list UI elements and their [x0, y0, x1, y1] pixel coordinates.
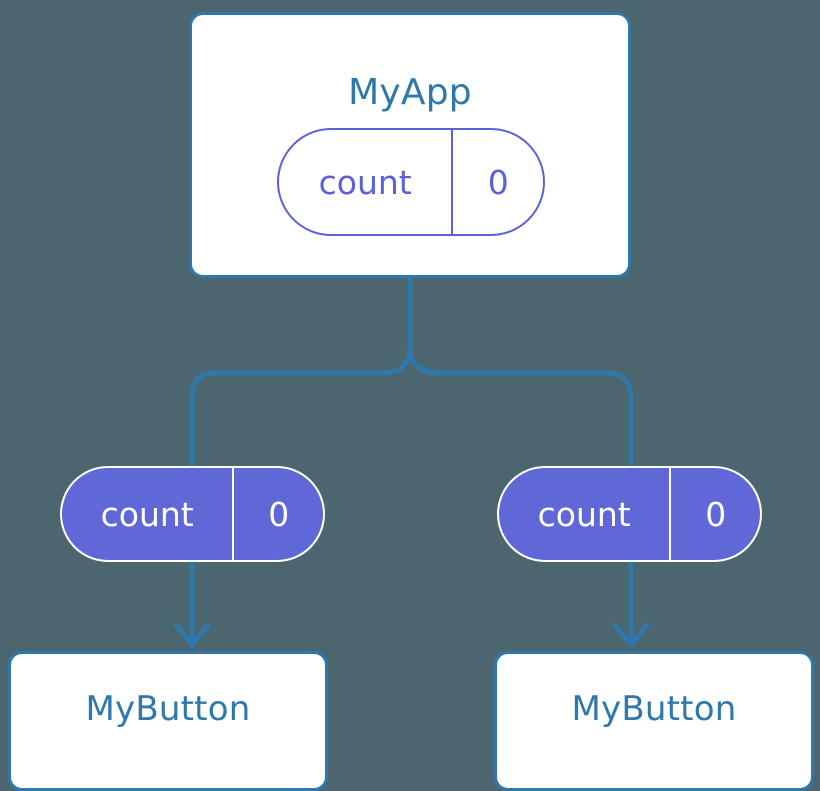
component-state-diagram: MyApp count 0 count 0 count 0 MyButton M…: [8, 12, 814, 791]
component-title-mybutton-left: MyButton: [85, 689, 251, 729]
component-card-mybutton-right[interactable]: MyButton: [494, 651, 814, 791]
state-pill-root-value: 0: [451, 130, 543, 234]
state-pill-root[interactable]: count 0: [277, 128, 545, 236]
prop-pill-right-value: 0: [669, 468, 760, 560]
prop-pill-left[interactable]: count 0: [60, 466, 325, 562]
arrowhead-right-icon: [612, 622, 650, 648]
state-pill-root-key: count: [318, 162, 412, 202]
wire-branch-right: [407, 344, 634, 469]
component-title-mybutton-right: MyButton: [571, 689, 737, 729]
prop-pill-right-key: count: [537, 494, 631, 534]
prop-pill-left-key: count: [100, 494, 194, 534]
arrowhead-left-icon: [173, 622, 211, 648]
wire-branch-left: [189, 344, 413, 469]
prop-pill-right[interactable]: count 0: [497, 466, 762, 562]
component-card-mybutton-left[interactable]: MyButton: [8, 651, 328, 791]
component-title-myapp: MyApp: [348, 72, 472, 113]
prop-pill-left-value: 0: [232, 468, 323, 560]
